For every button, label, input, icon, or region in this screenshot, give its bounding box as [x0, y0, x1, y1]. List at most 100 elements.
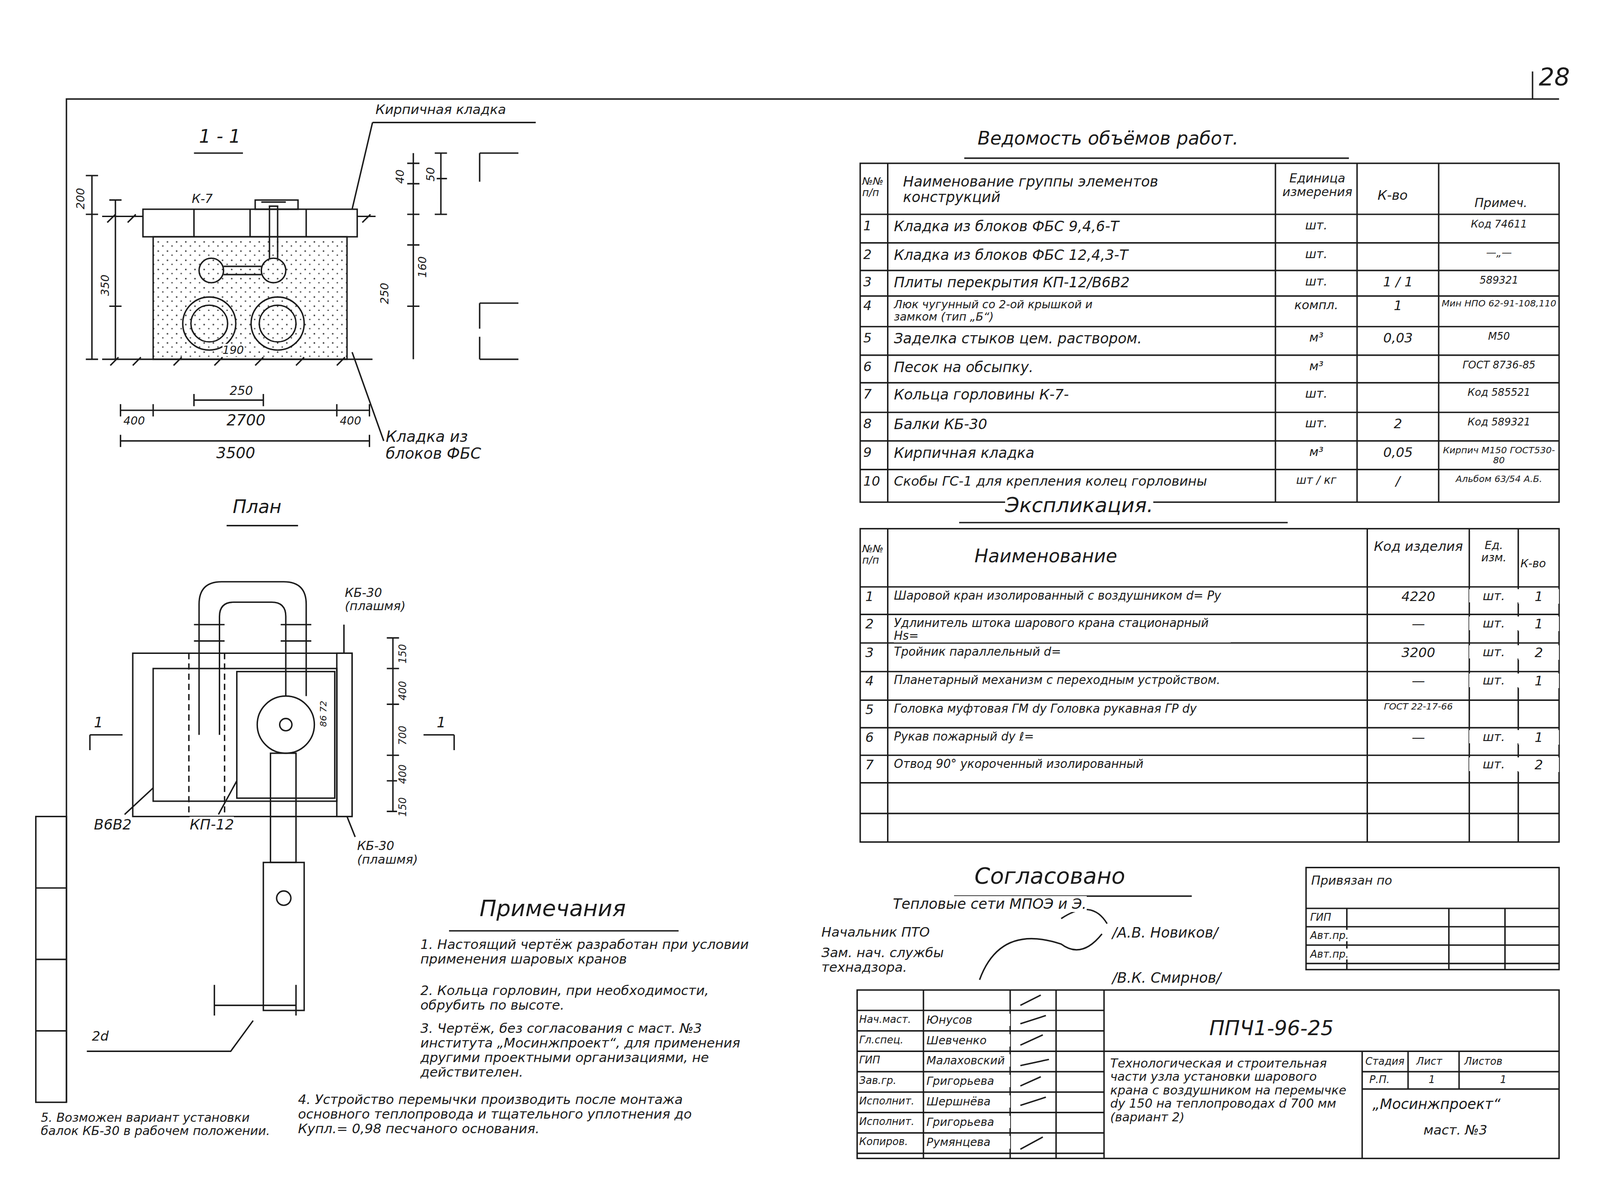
label: 2. Кольца горловин, при необходимости, о… [420, 982, 778, 1012]
label: 8 [863, 416, 873, 431]
label: 40 [393, 169, 407, 184]
label: 1 [1359, 298, 1437, 313]
label: К-7 [191, 191, 213, 206]
label: Отвод 90° укороченный изолированный [893, 757, 1231, 770]
label: Шаровой кран изолированный с воздушником… [893, 588, 1231, 602]
label: Ед. изм. [1471, 538, 1517, 564]
notes-heading-rule-part [449, 929, 679, 932]
label: 5. Возможен вариант установки балок КБ-3… [41, 1110, 291, 1138]
label: Стадия [1365, 1055, 1405, 1067]
label: 4 [865, 673, 874, 688]
label: — [1369, 616, 1468, 631]
label: Мин НПО 62-91-108,110 [1440, 298, 1558, 309]
label: Примеч. [1474, 196, 1528, 210]
label: 3 [865, 645, 874, 660]
label: Малаховский [926, 1053, 1011, 1067]
label: компл. [1277, 298, 1356, 312]
label: 1 [1518, 588, 1560, 604]
plan-view-part [344, 624, 356, 837]
label: 1 [93, 714, 104, 730]
label: Тепловые сети МПОЭ и Э. [892, 895, 1087, 912]
label: Листов [1464, 1055, 1503, 1067]
label: Песок на обсыпку. [893, 359, 1272, 375]
section-view-part [190, 304, 228, 342]
section-view-part [479, 153, 519, 360]
label: м³ [1277, 330, 1356, 345]
label: Плиты перекрытия КП-12/В6В2 [893, 274, 1272, 290]
label: №№ п/п [862, 175, 888, 198]
label: 150 [397, 643, 409, 664]
label: шт. [1277, 247, 1356, 261]
quantities-table-part [860, 163, 1559, 502]
label: 5 [863, 330, 873, 346]
label: ГОСТ 8736-85 [1440, 359, 1558, 371]
label: 1 [1518, 673, 1560, 688]
label: 4220 [1369, 588, 1468, 604]
label: шт. [1469, 616, 1518, 630]
section-view-part [153, 236, 347, 360]
label: Код 585521 [1440, 386, 1558, 398]
label: шт. [1469, 673, 1518, 687]
label: 1 [865, 588, 874, 604]
label: шт. [1277, 416, 1356, 430]
label: КБ-30 (плашмя) [345, 585, 432, 613]
label: 1 - 1 [199, 126, 241, 147]
label: —„— [1440, 247, 1558, 259]
label: 2 [1359, 416, 1437, 431]
label: Привязан по [1310, 873, 1393, 888]
label: Гл.спец. [859, 1033, 923, 1046]
label: 1 / 1 [1359, 274, 1437, 290]
label: 1 [863, 218, 873, 233]
label: Удлинитель штока шарового крана стациона… [893, 616, 1231, 643]
label: 400 [339, 414, 362, 427]
label: 400 [397, 763, 409, 784]
label: В6В2 [93, 816, 132, 832]
section-view-part [85, 175, 99, 360]
label: Зам. нач. службы технадзора. [821, 944, 975, 975]
label: Наименование [974, 546, 1118, 567]
section-view-part [261, 258, 286, 283]
label: Заделка стыков цем. раствором. [893, 330, 1272, 346]
title-block [856, 989, 1559, 1158]
label: ГОСТ 22-17-66 [1369, 701, 1468, 712]
label: 6 [865, 729, 874, 745]
title-block-part [1020, 994, 1049, 1149]
label: М50 [1440, 330, 1558, 342]
plan-view-part [263, 861, 305, 1011]
label: шт. [1469, 588, 1518, 603]
label: 4 [863, 298, 873, 313]
label: маст. №3 [1423, 1122, 1488, 1137]
label: шт. [1469, 645, 1518, 659]
label: Кладка из блоков ФБС 12,4,3-Т [893, 247, 1272, 263]
label: 1. Настоящий чертёж разработан при услов… [420, 936, 778, 966]
label: 7 [865, 757, 874, 772]
label: 589321 [1440, 274, 1558, 286]
section-view [85, 122, 536, 448]
label: 28 [1538, 63, 1570, 91]
label: 2700 [226, 412, 266, 429]
label: 2 [1518, 757, 1560, 772]
sheet-frame-part [36, 887, 67, 1031]
label: 7 [863, 386, 873, 402]
label: КП-12 [189, 816, 234, 832]
label: Экспликация. [1005, 493, 1154, 517]
title-block-part [1104, 1050, 1559, 1158]
label: 6 [863, 359, 873, 374]
label: 1 [1518, 616, 1560, 631]
label: Копиров. [859, 1135, 923, 1147]
section-view-part [102, 358, 373, 360]
label: 350 [98, 274, 112, 296]
label: 2 [865, 616, 874, 631]
label: Кирпич М150 ГОСТ530-80 [1440, 444, 1558, 465]
label: ГИП [859, 1053, 923, 1066]
label: Код 589321 [1440, 416, 1558, 428]
label: 700 [397, 725, 409, 745]
sheet-frame [36, 71, 1560, 1103]
label: К-во [1520, 557, 1546, 570]
plan-view-part [226, 524, 299, 527]
label: Технологическая и строительная части узл… [1110, 1056, 1358, 1124]
label: / [1359, 473, 1437, 489]
section-view-part [434, 153, 448, 215]
label: 1 [1428, 1073, 1435, 1085]
label: 50 [424, 167, 437, 182]
